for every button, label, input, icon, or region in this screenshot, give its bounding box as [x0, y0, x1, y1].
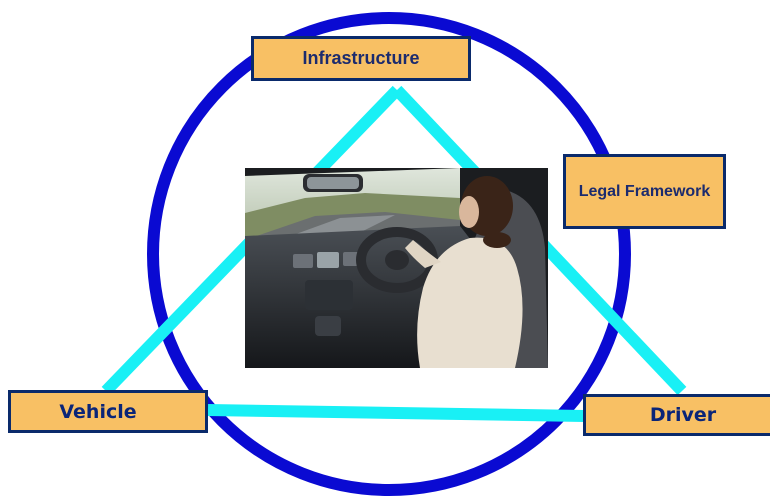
node-driver-label: Driver [649, 404, 717, 426]
node-infrastructure: Infrastructure [251, 36, 471, 81]
node-driver: Driver [583, 394, 770, 436]
node-legal-framework-label: Legal Framework [578, 183, 711, 200]
node-vehicle: Vehicle [8, 390, 208, 433]
outer-circle [147, 12, 631, 496]
node-infrastructure-label: Infrastructure [302, 48, 420, 68]
driver-in-car-photo [245, 168, 548, 368]
node-legal-framework: Legal Framework [563, 154, 726, 229]
node-vehicle-label: Vehicle [59, 400, 137, 423]
triangle-edge-bottom [207, 404, 585, 422]
